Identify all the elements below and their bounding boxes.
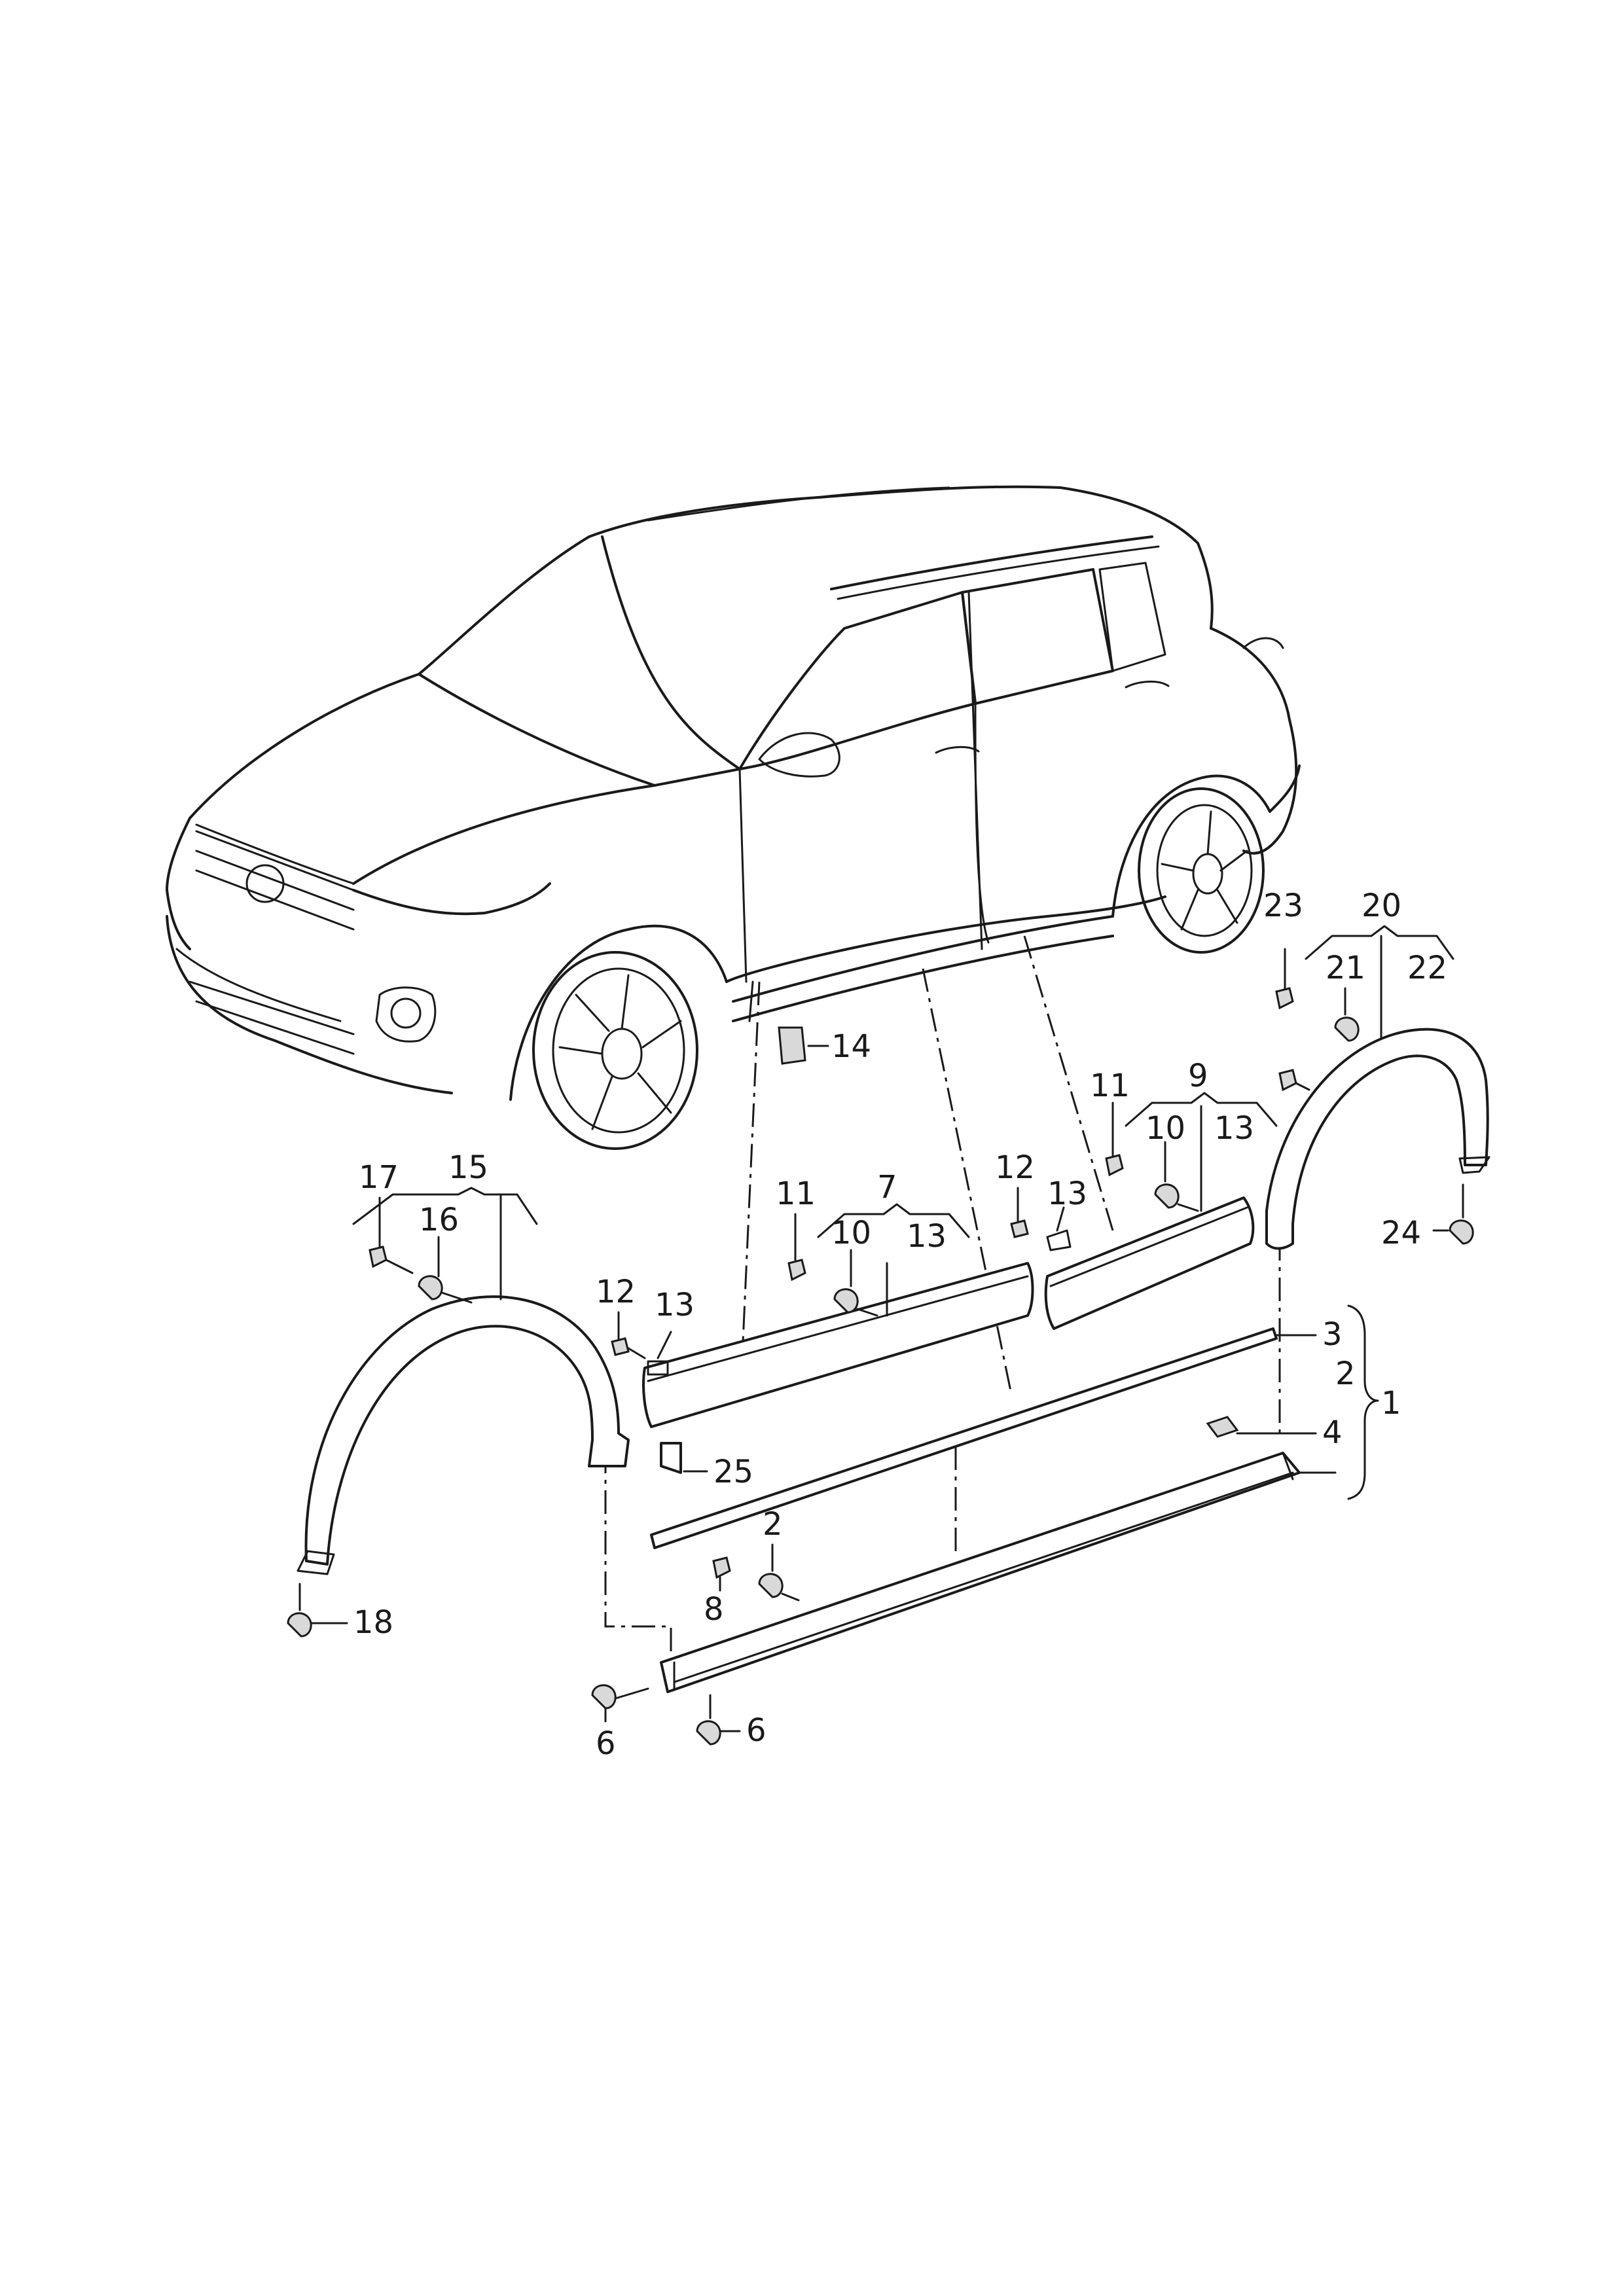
callout-16: 16 [419,1202,459,1238]
callout-12: 12 [596,1274,636,1310]
callout-13: 13 [655,1287,695,1323]
callout-13: 13 [1214,1110,1254,1147]
callout-12: 12 [995,1149,1035,1186]
callout-25: 25 [713,1454,753,1490]
front-door-moulding [642,1262,1034,1428]
callout-14: 14 [831,1028,871,1065]
callout-23: 23 [1263,888,1303,924]
bracket-part-25 [660,1442,682,1474]
callout-18: 18 [353,1604,393,1641]
callout-10: 10 [831,1215,871,1251]
callout-21: 21 [1326,950,1365,986]
callout-13: 13 [907,1218,947,1255]
callout-11: 11 [776,1175,816,1212]
callout-8: 8 [704,1591,724,1628]
callout-20: 20 [1362,888,1401,924]
callout-1: 1 [1381,1385,1401,1422]
rear-door-moulding [1044,1196,1255,1330]
callout-4: 4 [1322,1414,1343,1451]
callout-10: 10 [1146,1110,1185,1147]
fasteners [287,987,1474,1746]
callout-2: 2 [763,1506,783,1543]
callout-6: 6 [596,1725,616,1762]
callout-22: 22 [1407,950,1447,986]
callout-labels: 1 2 2 3 4 6 6 7 8 9 10 10 11 11 12 12 13… [353,888,1447,1762]
clip-part-14 [748,980,829,1065]
callout-17: 17 [359,1159,399,1196]
leader-lines [310,925,1454,1732]
callout-7: 7 [877,1169,897,1206]
bracket-part-4 [1206,1416,1239,1438]
callout-24: 24 [1381,1215,1421,1251]
callout-11: 11 [1090,1067,1130,1104]
callout-3: 3 [1322,1316,1343,1353]
callout-6: 6 [746,1712,767,1749]
assembly-lines [604,935,1281,1662]
callout-2: 2 [1335,1355,1356,1392]
upper-sill-strip [650,1327,1278,1549]
callout-13: 13 [1047,1175,1087,1212]
vehicle-illustration [166,485,1301,1150]
sill-panel [660,1452,1301,1693]
callout-9: 9 [1188,1058,1208,1094]
rear-wheel-arch-trim [1265,1028,1490,1250]
callout-15: 15 [448,1149,488,1186]
front-wheel-arch-trim [297,1295,630,1575]
